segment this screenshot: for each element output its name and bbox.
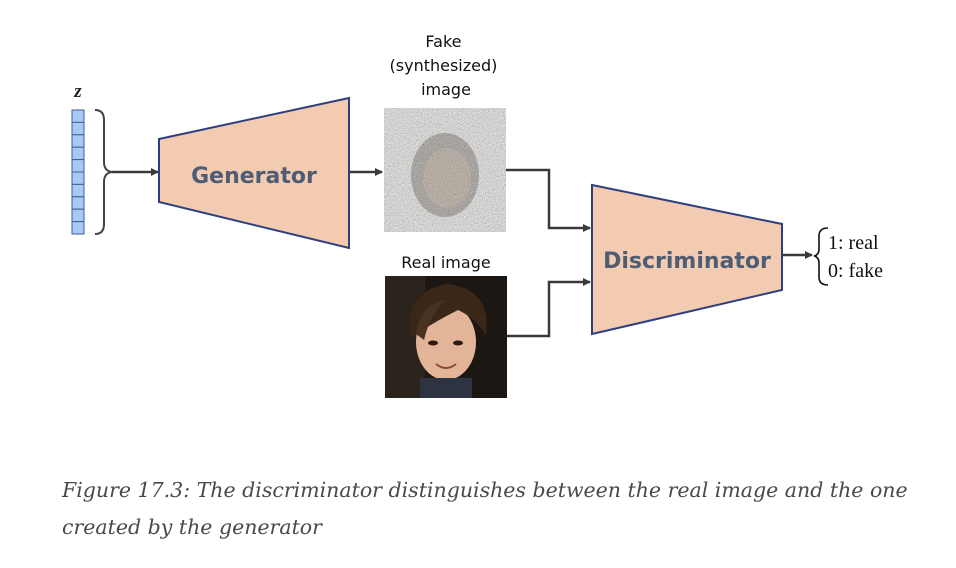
fake-label-line-2: (synthesized) — [390, 56, 498, 75]
latent-cell — [71, 146, 85, 161]
output-fake-label: 0: fake — [828, 260, 883, 282]
latent-cell — [71, 221, 85, 235]
latent-cell — [71, 121, 85, 136]
discriminator-label: Discriminator — [603, 249, 771, 274]
latent-cell — [71, 196, 85, 210]
latent-vector — [71, 109, 85, 235]
arrow-fake-to-discriminator — [506, 168, 591, 232]
latent-cell — [71, 159, 85, 173]
latent-brace-icon — [94, 109, 113, 235]
generator-label: Generator — [191, 164, 317, 189]
latent-cell — [71, 208, 85, 223]
latent-cell — [71, 171, 85, 185]
generator-block — [158, 96, 350, 250]
latent-label: z — [73, 81, 82, 102]
discriminator-block — [591, 183, 783, 336]
latent-cell — [71, 109, 85, 123]
fake-image-label: Fake (synthesized) image — [390, 32, 503, 99]
arrow-real-to-discriminator — [507, 278, 591, 338]
real-image — [385, 276, 507, 398]
latent-cell — [71, 134, 85, 148]
output-real-label: 1: real — [828, 232, 879, 254]
latent-cell — [71, 183, 85, 198]
fake-label-line-1: Fake — [425, 32, 461, 51]
fake-label-line-3: image — [421, 80, 471, 99]
gan-diagram: z Generator Fake (synthesized) image Rea… — [71, 32, 883, 398]
fake-image — [384, 108, 506, 232]
figure-caption: Figure 17.3: The discriminator distingui… — [62, 478, 908, 539]
output-brace-icon — [813, 227, 829, 286]
real-image-label: Real image — [401, 253, 490, 272]
